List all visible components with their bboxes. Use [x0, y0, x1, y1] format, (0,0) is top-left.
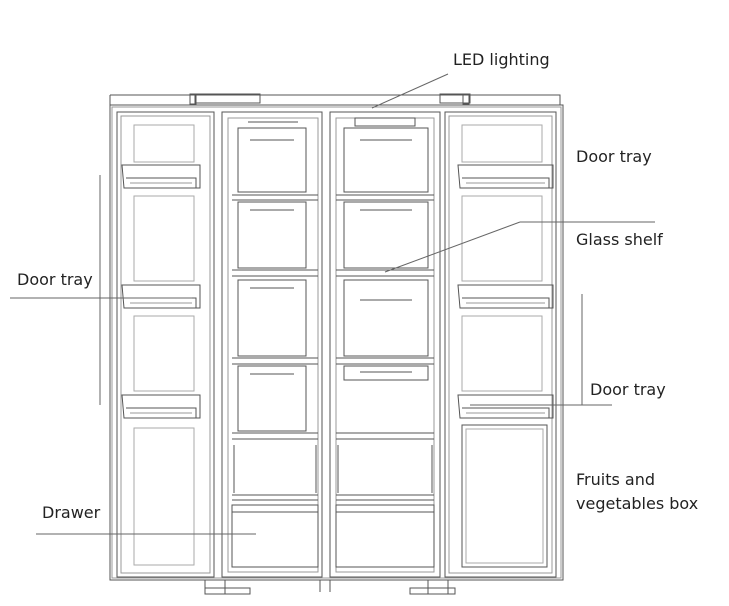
fruits-vegetables-box-label: Fruits and vegetables box [576, 470, 699, 513]
door-tray-label-left: Door tray [17, 270, 93, 289]
left-door-trays [121, 124, 201, 566]
leader-lines [10, 73, 655, 535]
right-door-trays [457, 124, 554, 568]
fridge-cabinet [109, 93, 564, 595]
leader-led [371, 73, 449, 109]
right-door [444, 111, 557, 578]
door-tray-label-top-right: Door tray [576, 147, 652, 166]
led-lighting-label: LED lighting [453, 50, 550, 69]
glass-shelf-label: Glass shelf [576, 230, 663, 249]
center-divider [321, 112, 331, 577]
door-tray-label-bottom-right: Door tray [590, 380, 666, 399]
leader-glass-shelf [384, 221, 521, 273]
left-door [116, 111, 215, 578]
left-compartment [221, 111, 323, 578]
right-compartment [329, 111, 441, 578]
drawer-label: Drawer [42, 503, 101, 522]
